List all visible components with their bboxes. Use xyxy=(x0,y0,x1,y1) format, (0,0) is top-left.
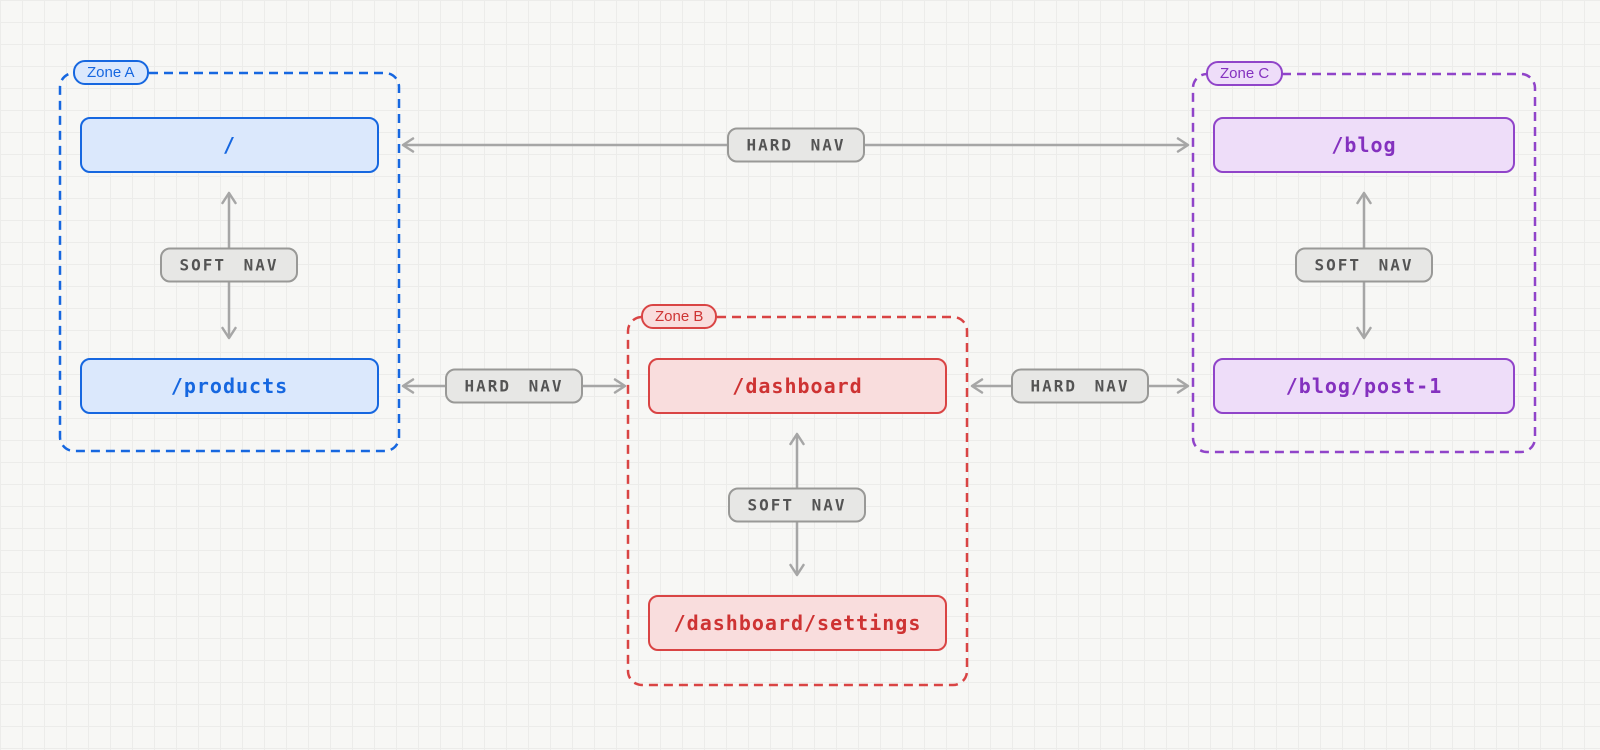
soft-nav-pill-zone-b: SOFT NAV xyxy=(728,487,866,523)
route-node-blog-post-1: /blog/post-1 xyxy=(1213,358,1515,414)
route-node-home: / xyxy=(80,117,379,173)
zone-a-label: Zone A xyxy=(73,60,149,85)
hard-nav-pill-dashboard-blogpost: HARD NAV xyxy=(1011,368,1149,404)
soft-nav-pill-zone-a: SOFT NAV xyxy=(160,247,298,283)
route-node-dashboard: /dashboard xyxy=(648,358,947,414)
zone-c-label: Zone C xyxy=(1206,61,1284,86)
zone-a-boundary xyxy=(58,71,401,453)
route-node-dashboard-settings: /dashboard/settings xyxy=(648,595,947,651)
route-node-blog: /blog xyxy=(1213,117,1515,173)
zone-b-boundary xyxy=(626,315,969,687)
route-node-products: /products xyxy=(80,358,379,414)
hard-nav-pill-products-dashboard: HARD NAV xyxy=(445,368,583,404)
hard-nav-pill-home-blog: HARD NAV xyxy=(727,127,865,163)
zone-b-label: Zone B xyxy=(641,304,718,329)
zone-c-boundary xyxy=(1191,72,1537,454)
soft-nav-pill-zone-c: SOFT NAV xyxy=(1295,247,1433,283)
